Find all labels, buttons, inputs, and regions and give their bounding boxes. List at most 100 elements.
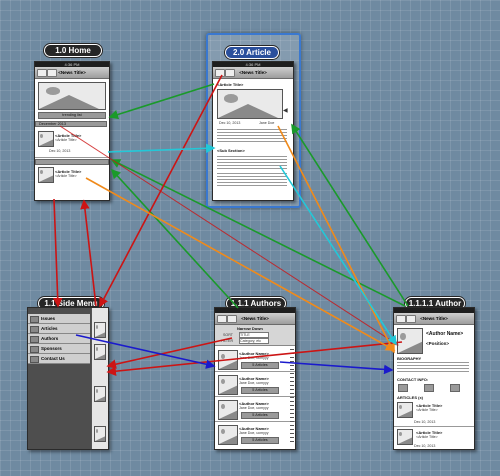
article-image[interactable] <box>217 89 283 119</box>
menu-icon[interactable] <box>37 69 47 77</box>
article-thumbnail[interactable] <box>397 429 413 445</box>
alphabet-index[interactable] <box>290 349 294 445</box>
menu-item-issues[interactable]: Issues <box>28 314 90 324</box>
articles-icon <box>30 326 39 333</box>
nav-title: <News Title> <box>239 70 267 75</box>
article-screen[interactable]: 4:36 PM <News Title> <Article Title> ◀ D… <box>212 61 294 201</box>
sort-select[interactable]: TITLE <box>239 332 269 338</box>
share-icon[interactable]: ◀ <box>283 108 288 114</box>
peek-thumbnail <box>94 322 106 338</box>
arrow-side-menu-to-authors <box>75 334 216 369</box>
article-date: Dec 10, 2013 <box>219 121 241 125</box>
biography-text <box>397 362 469 373</box>
list-divider <box>215 396 295 397</box>
author-handle: Jane Doe, ucmyyy <box>239 406 269 410</box>
filter-label: FILTER <box>221 339 234 343</box>
articles-button[interactable]: 5 Articles <box>241 412 279 419</box>
side-menu-screen[interactable]: Issues Articles Authors Sponsors Contact… <box>27 307 109 450</box>
arrow-home-to-author-orange <box>85 177 396 351</box>
sort-label: SORT <box>223 333 233 337</box>
nav-bar: <News Title> <box>394 313 474 325</box>
author-photo <box>397 328 423 354</box>
list-item-subtitle: <Article Title> <box>55 174 77 178</box>
body-text-lines <box>217 173 287 187</box>
trending-bar[interactable]: trending list <box>38 112 106 119</box>
menu-item-label: Contact Us <box>41 356 65 361</box>
peek-thumbnail <box>94 426 106 442</box>
author-handle: Jane Doe, ucmyyy <box>239 431 269 435</box>
author-handle: Jane Doe, ucmyyy <box>239 356 269 360</box>
menu-item-articles[interactable]: Articles <box>28 324 90 334</box>
biography-label: BIOGRAPHY <box>397 356 422 361</box>
peek-thumbnail <box>94 386 106 402</box>
user-icon[interactable] <box>225 69 235 77</box>
list-divider <box>35 157 109 158</box>
contact-label: CONTACT INFO: <box>397 377 429 382</box>
author-screen[interactable]: <News Title> <Author Name> <Position> BI… <box>393 307 475 450</box>
arrow-home-to-side-menu <box>52 198 63 308</box>
arrow-article-to-home <box>108 83 215 120</box>
issues-icon <box>30 316 39 323</box>
menu-item-label: Authors <box>41 336 59 341</box>
article-title: <Article Title> <box>217 82 244 87</box>
user-icon[interactable] <box>406 315 416 323</box>
contact-icon <box>30 356 39 363</box>
article-subtitle: <Article Title> <box>416 408 438 412</box>
contact-email-icon[interactable] <box>398 384 408 392</box>
nav-bar: <News Title> <box>213 67 293 79</box>
list-divider <box>394 426 474 427</box>
peek-thumbnail <box>94 344 106 360</box>
menu-icon[interactable] <box>215 69 225 77</box>
articles-button[interactable]: 5 Articles <box>241 362 279 369</box>
list-spacer <box>35 159 109 165</box>
author-thumbnail[interactable] <box>218 400 238 420</box>
arrow-article-to-author-cyan <box>279 165 397 346</box>
home-screen[interactable]: 4:36 PM <News Title> trending list Decem… <box>34 61 110 201</box>
status-bar: 4:36 PM <box>213 62 293 67</box>
authors-screen[interactable]: <News Title> Narrow Down SORT TITLE FILT… <box>214 307 296 450</box>
articles-button[interactable]: 5 Articles <box>241 387 279 394</box>
menu-item-label: Sponsors <box>41 346 62 351</box>
author-name: <Author Name> <box>426 331 464 337</box>
author-thumbnail[interactable] <box>218 425 238 445</box>
arrow-home-to-author <box>59 125 399 346</box>
status-bar <box>394 308 474 313</box>
nav-bar: <News Title> <box>215 313 295 325</box>
contact-twitter-icon[interactable] <box>424 384 434 392</box>
author-position: <Position> <box>426 341 450 346</box>
menu-icon[interactable] <box>396 315 406 323</box>
author-thumbnail[interactable] <box>218 375 238 395</box>
month-header: December 2013 <box>35 121 107 127</box>
article-date: Dec 10, 2013 <box>414 420 436 424</box>
arrow-authors-to-home <box>110 168 239 309</box>
arrow-author-to-article <box>291 123 409 307</box>
arrow-authors-to-author <box>279 361 394 375</box>
article-thumbnail[interactable] <box>397 402 413 418</box>
peek-home-strip[interactable] <box>92 308 108 449</box>
list-thumbnail[interactable] <box>38 167 54 183</box>
contact-linkedin-icon[interactable] <box>450 384 460 392</box>
author-handle: Jane Doe, ucmyyy <box>239 381 269 385</box>
list-item-subtitle: <Article Title> <box>55 138 77 142</box>
arrow-side-menu-to-home <box>80 199 97 307</box>
user-icon[interactable] <box>227 315 237 323</box>
articles-label: ARTICLES (x) <box>397 395 423 400</box>
list-thumbnail[interactable] <box>38 131 54 147</box>
article-title: <Article Title> <box>416 430 443 435</box>
list-divider <box>215 371 295 372</box>
menu-item-label: Issues <box>41 316 56 321</box>
list-item-date: Dec 10, 2013 <box>49 149 71 153</box>
user-icon[interactable] <box>47 69 57 77</box>
menu-icon[interactable] <box>217 315 227 323</box>
menu-item-authors[interactable]: Authors <box>28 334 90 344</box>
filter-select[interactable]: Category, etc <box>239 338 269 344</box>
hero-image[interactable] <box>38 82 106 110</box>
arrow-author-to-side-menu <box>106 341 403 376</box>
menu-item-sponsors[interactable]: Sponsors <box>28 344 90 354</box>
articles-button[interactable]: 5 Articles <box>241 437 279 444</box>
article-screen-title: 2.0 Article <box>225 46 279 59</box>
list-divider <box>215 421 295 422</box>
menu-item-contact-us[interactable]: Contact Us <box>28 354 90 364</box>
status-bar: 4:36 PM <box>35 62 109 67</box>
